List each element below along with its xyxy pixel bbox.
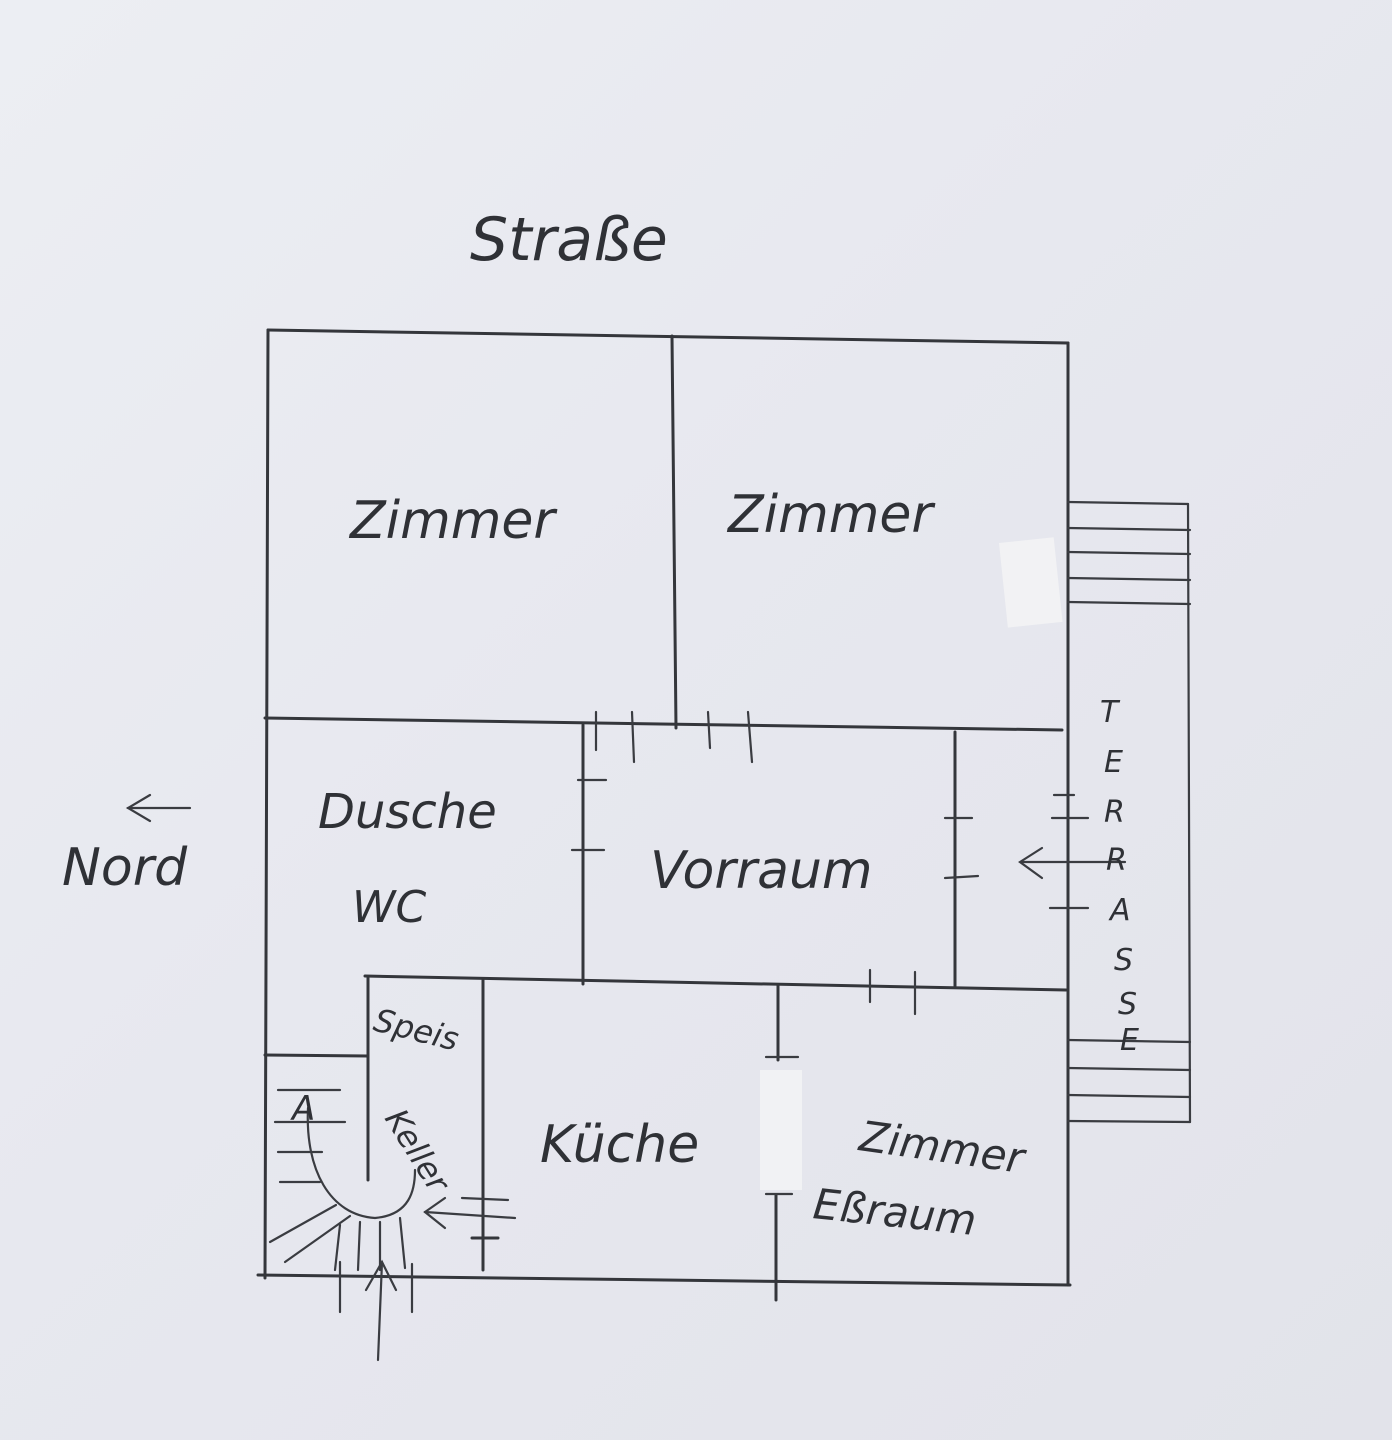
outer-walls (256, 328, 1072, 1287)
room-label-zimmer-bottom: Zimmer (856, 1111, 1030, 1183)
room-label-wc: WC (352, 882, 427, 933)
room-label-vorraum: Vorraum (650, 841, 873, 901)
door-marks (570, 710, 1090, 1196)
street-label: Straße (470, 205, 668, 275)
room-label-speis: Speis (370, 1001, 463, 1059)
room-label-essraum: Eßraum (811, 1179, 979, 1245)
svg-text:R: R (1106, 843, 1127, 878)
svg-text:S: S (1118, 987, 1137, 1022)
room-label-keller: Keller (377, 1102, 458, 1200)
room-label-zimmer-top-right: Zimmer (726, 485, 936, 545)
room-label-zimmer-top-left: Zimmer (348, 491, 558, 551)
terrace-entrance-arrow-icon (1018, 846, 1127, 880)
tape-patch (998, 537, 1063, 628)
svg-text:T: T (1100, 695, 1121, 730)
tape-patch (760, 1070, 802, 1190)
svg-text:S: S (1114, 943, 1133, 978)
svg-text:A: A (1108, 893, 1131, 928)
keller-arrow-icon (423, 1196, 517, 1240)
svg-text:R: R (1104, 795, 1125, 830)
room-label-kueche: Küche (540, 1115, 699, 1175)
stair-label: A (290, 1089, 315, 1129)
stairs (268, 1088, 417, 1272)
north-arrow-icon (125, 793, 192, 823)
main-entrance-arrow-icon (338, 1259, 414, 1362)
interior-walls (263, 334, 1068, 1302)
room-label-dusche: Dusche (318, 784, 497, 840)
terrace-steps (1066, 500, 1192, 1124)
svg-text:E: E (1120, 1023, 1139, 1058)
terrace-label: T E R R A S S E (1100, 695, 1139, 1058)
svg-text:E: E (1104, 745, 1123, 780)
north-label: Nord (62, 838, 188, 898)
